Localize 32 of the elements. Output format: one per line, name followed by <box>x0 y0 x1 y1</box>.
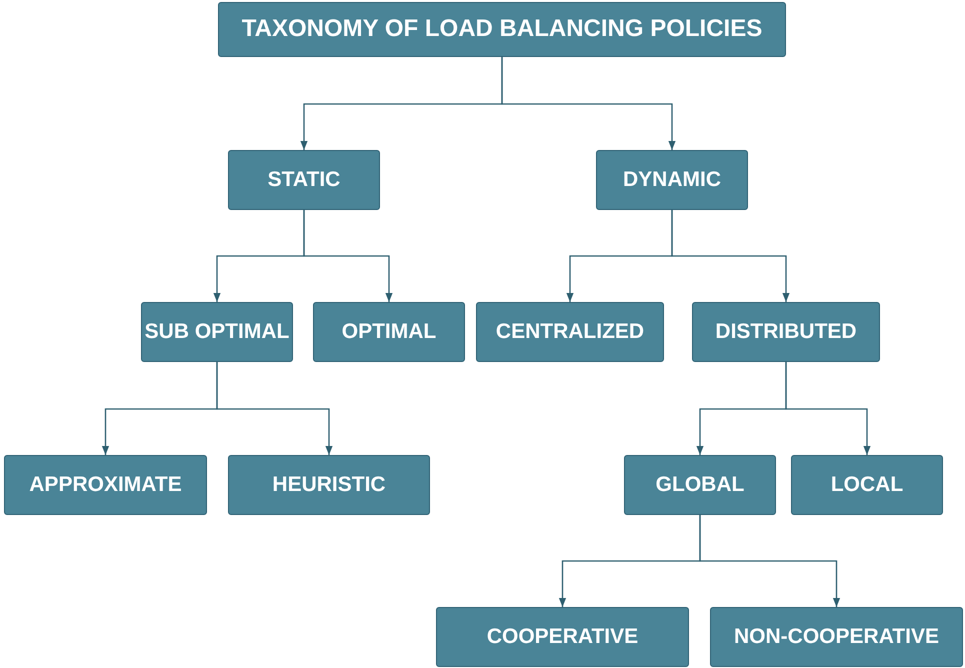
category-label: STATIC <box>268 168 340 192</box>
category-box <box>141 302 293 362</box>
category-label: CENTRALIZED <box>496 320 644 344</box>
category-label: LOCAL <box>830 473 904 497</box>
category-box <box>228 455 430 515</box>
category-label: GLOBAL <box>656 473 744 497</box>
category-label: COOPERATIVE <box>486 625 638 649</box>
category-label: APPROXIMATE <box>29 473 182 497</box>
category-box <box>692 302 880 362</box>
title-box <box>218 2 786 57</box>
category-box <box>4 455 207 515</box>
title-text: TAXONOMY OF LOAD BALANCING POLICIES <box>242 16 762 43</box>
connector-arrow <box>699 515 840 607</box>
connector-arrow <box>671 210 790 302</box>
connector-arrow <box>303 210 393 302</box>
category-label: DYNAMIC <box>623 168 721 192</box>
category-box <box>791 455 943 515</box>
category-box <box>313 302 465 362</box>
category-box <box>624 455 776 515</box>
category-box <box>710 607 963 667</box>
category-label: HEURISTIC <box>272 473 386 497</box>
category-box <box>596 150 748 210</box>
category-box <box>228 150 380 210</box>
connector-arrow <box>785 362 871 455</box>
category-label: SUB OPTIMAL <box>144 320 290 344</box>
category-label: NON-COOPERATIVE <box>734 625 939 649</box>
category-box <box>476 302 664 362</box>
connector-arrow <box>216 362 333 455</box>
category-label: OPTIMAL <box>342 320 436 344</box>
category-label: DISTRIBUTED <box>715 320 857 344</box>
connector-arrow <box>501 57 676 150</box>
category-box <box>436 607 689 667</box>
